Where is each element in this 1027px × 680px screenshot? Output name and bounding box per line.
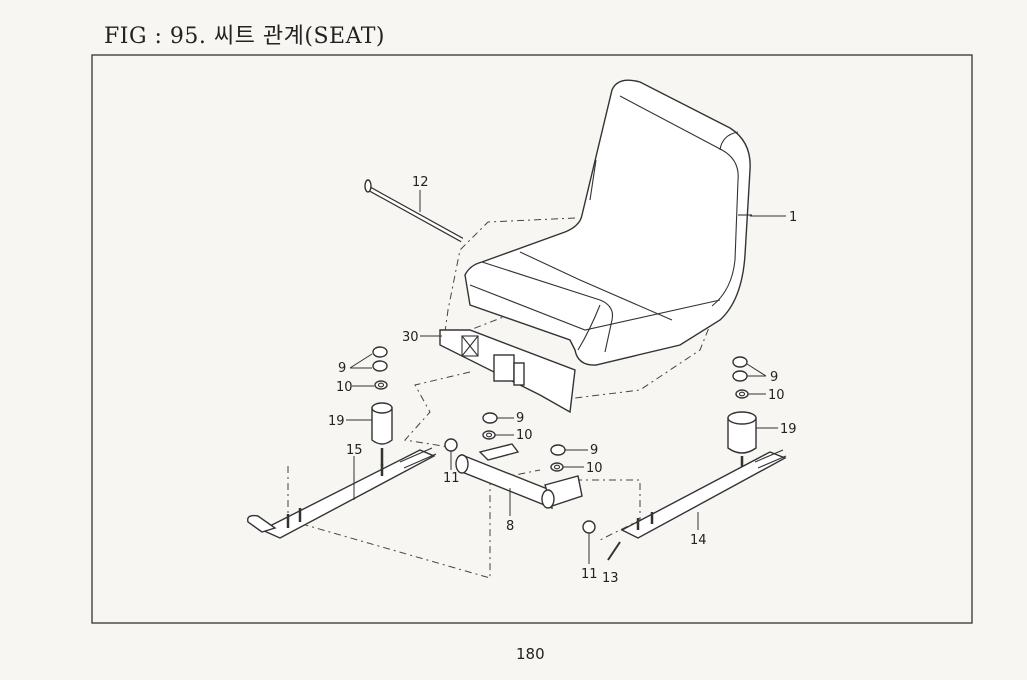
callout-10-center: 10 [516,428,533,443]
callout-15: 15 [346,443,363,458]
bushing-left [444,438,458,452]
callout-11-right: 11 [581,567,598,582]
left-mounting-bracket [247,447,437,539]
page-number: 180 [516,645,545,663]
right-mounting-bracket [620,449,787,539]
callout-1: 1 [789,210,797,225]
bushing-right [582,520,596,534]
callout-30: 30 [402,330,419,345]
callout-labels: 1 30 12 9 10 19 15 11 9 10 9 10 8 11 13 … [328,175,797,586]
left-mount-stack [371,346,393,466]
callout-9-left: 9 [338,361,346,376]
callout-19-left: 19 [328,414,345,429]
callout-9-right: 9 [770,370,778,385]
diagram-frame [91,54,973,624]
long-pin [364,179,464,243]
hinge-tube [455,443,583,510]
leader-lines [346,190,786,564]
callout-19-right: 19 [780,422,797,437]
callout-10-center-right: 10 [586,461,603,476]
figure-title: FIG : 95. 씨트 관계(SEAT) [104,24,386,49]
seat-slide-rail [439,329,576,414]
callout-8: 8 [506,519,514,534]
callout-13: 13 [602,571,619,586]
seat-assembly [464,79,752,366]
callout-10-right: 10 [768,388,785,403]
callout-10-left: 10 [336,380,353,395]
callout-11-left: 11 [443,471,460,486]
callout-12: 12 [412,175,429,190]
callout-9-center-right: 9 [590,443,598,458]
right-mount-stack [727,356,757,476]
callout-14: 14 [690,533,707,548]
callout-9-center: 9 [516,411,524,426]
cotter-pin [607,541,621,561]
assembly-dash-line [287,217,721,579]
